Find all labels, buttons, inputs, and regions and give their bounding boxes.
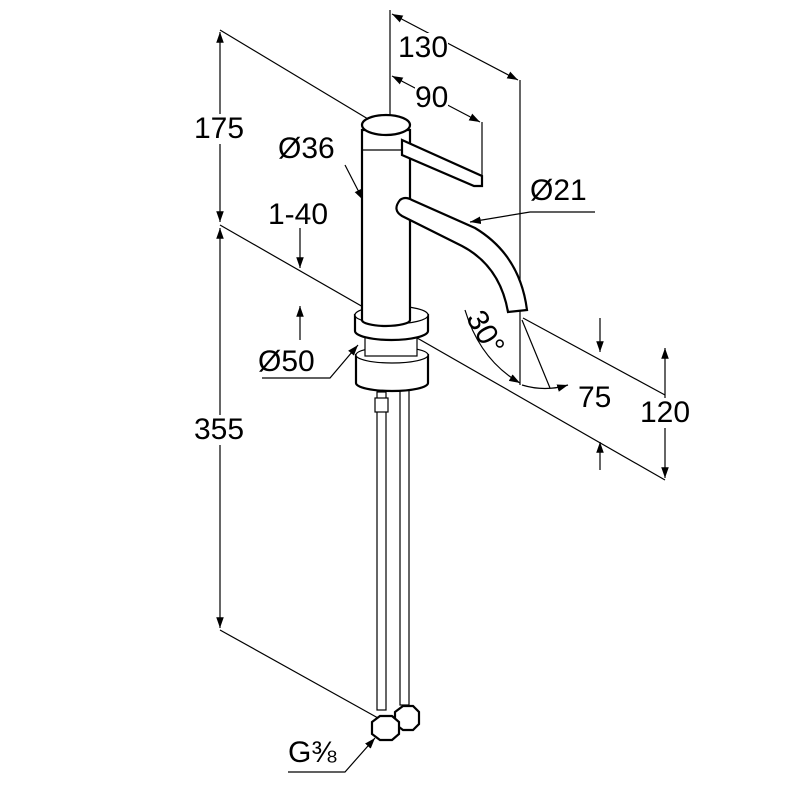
dim-deck-thickness: 1-40 (268, 198, 329, 231)
dim-90: 90 (415, 81, 449, 114)
faucet-body (360, 113, 529, 328)
dim-thread: G⅜ (288, 736, 337, 769)
supply-hoses (370, 384, 421, 742)
dim-75: 75 (578, 381, 612, 414)
dimension-lines (216, 10, 669, 773)
dim-base-diameter: Ø50 (258, 345, 315, 378)
dim-130: 130 (398, 31, 449, 64)
dim-120: 120 (640, 396, 691, 429)
dim-355: 355 (194, 413, 245, 446)
dim-175: 175 (194, 112, 245, 145)
dim-body-diameter: Ø36 (278, 132, 335, 165)
dim-spout-diameter: Ø21 (530, 174, 587, 207)
